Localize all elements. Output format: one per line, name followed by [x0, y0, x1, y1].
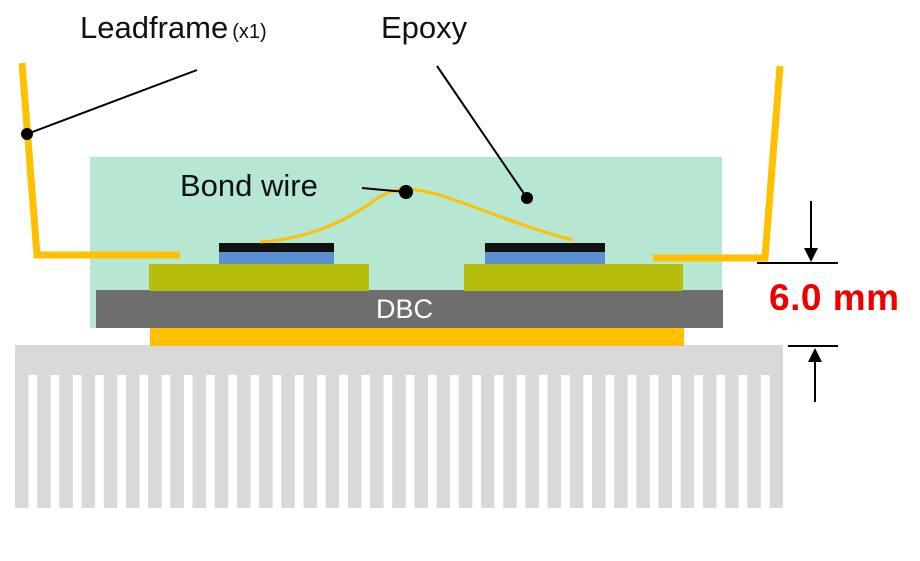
heatsink-fin — [170, 374, 184, 508]
heatsink-fin — [259, 374, 273, 508]
heatsink-fin — [591, 374, 606, 508]
heatsink-fin — [59, 374, 73, 508]
heatsink-fin — [658, 374, 673, 508]
heatsink-fin — [347, 374, 362, 508]
heatsink-fin — [747, 374, 761, 508]
heatsink-fin — [503, 374, 517, 508]
heatsink-fin — [370, 374, 384, 508]
epoxy-label: Epoxy — [381, 10, 468, 45]
epoxy-leader-line — [436, 65, 528, 199]
leadframe-label: Leadframe(x1) — [80, 10, 267, 46]
dimension-marker — [757, 201, 838, 402]
heatsink-fin — [680, 374, 695, 508]
heatsink-base — [15, 345, 783, 375]
heatsink-fin — [303, 374, 317, 508]
heatsink-fin — [236, 374, 251, 508]
heatsink-fin — [569, 374, 584, 508]
epoxy-leader-dot — [521, 192, 533, 204]
leadframe-count-label: (x1) — [232, 21, 267, 43]
heatsink-fin — [525, 374, 539, 508]
heatsink-fin — [192, 374, 207, 508]
heatsink-fin — [15, 374, 29, 508]
heatsink-fin — [37, 374, 51, 508]
bond-wire-leader-line — [361, 187, 407, 193]
dimension-label: 6.0 mm — [769, 277, 900, 318]
dbc-label: DBC — [376, 294, 434, 324]
heatsink-fin — [414, 374, 428, 508]
heatsink-fin — [725, 374, 739, 508]
leadframe-leader-line — [26, 69, 198, 135]
leadframe-label-text: Leadframe — [80, 10, 229, 45]
heatsink-fin — [103, 374, 118, 508]
dimension-bottom-arrowhead — [808, 348, 822, 362]
heatsink-fin — [614, 374, 628, 508]
die-right-body — [485, 252, 605, 264]
leadframe-leader-dot — [21, 128, 33, 140]
bond-wire-label: Bond wire — [180, 168, 318, 203]
heatsink-fin — [458, 374, 473, 508]
heatsink-fin — [436, 374, 451, 508]
heatsink-fin — [214, 374, 229, 508]
bond-wire-leader-dot — [399, 185, 413, 199]
die-right-top — [485, 243, 605, 252]
dimension-top-arrowhead — [804, 248, 818, 262]
copper-trace-right — [464, 264, 683, 291]
die-left-top — [219, 243, 334, 252]
heatsink-fin — [325, 374, 340, 508]
heatsink-fin — [547, 374, 562, 508]
heatsink-fin — [702, 374, 717, 508]
bottom-edge — [0, 548, 920, 556]
heatsink-fin — [392, 374, 406, 508]
leadframe-left — [18, 62, 180, 259]
die-left-body — [219, 252, 334, 264]
heatsink-fin — [148, 374, 162, 508]
heatsink-fin — [125, 374, 140, 508]
leadframe-right — [653, 65, 784, 262]
heatsink-fin — [81, 374, 96, 508]
heatsink-fin — [636, 374, 650, 508]
dbc-bottom-copper — [150, 327, 684, 346]
dbc-substrate — [96, 290, 723, 328]
heatsink-fin — [281, 374, 295, 508]
heatsink — [15, 345, 783, 508]
heatsink-fin — [481, 374, 495, 508]
heatsink-fin — [769, 374, 783, 508]
copper-trace-left — [149, 264, 369, 291]
